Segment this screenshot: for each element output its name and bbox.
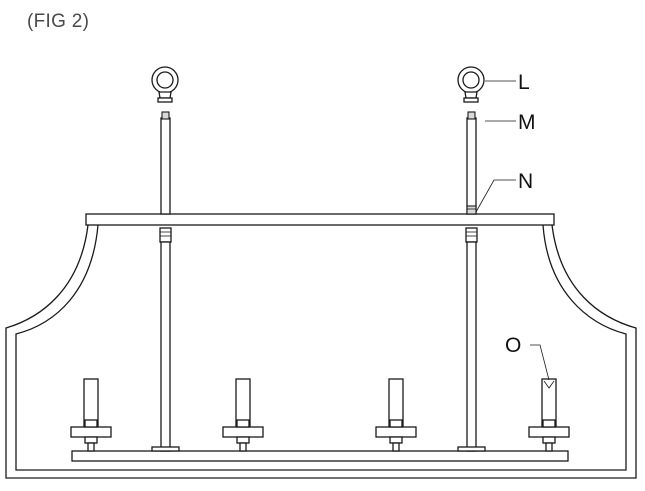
eye-bolt-right <box>457 66 485 103</box>
callout-label-m: M <box>518 111 536 134</box>
candle-socket-3 <box>375 378 417 452</box>
callout-label-n: N <box>518 170 533 193</box>
lantern-frame <box>5 213 637 479</box>
callout-label-o: O <box>505 334 521 357</box>
leader-lines <box>475 80 550 381</box>
candle-socket-4 <box>528 378 570 452</box>
figure-caption: (FIG 2) <box>27 11 90 32</box>
rod-right <box>457 111 486 452</box>
callout-label-l: L <box>518 71 530 94</box>
candle-socket-2 <box>222 378 264 452</box>
rod-left <box>151 111 180 452</box>
candle-socket-1 <box>70 378 112 452</box>
bottom-plate <box>71 450 569 462</box>
eye-bolt-left <box>151 66 179 103</box>
